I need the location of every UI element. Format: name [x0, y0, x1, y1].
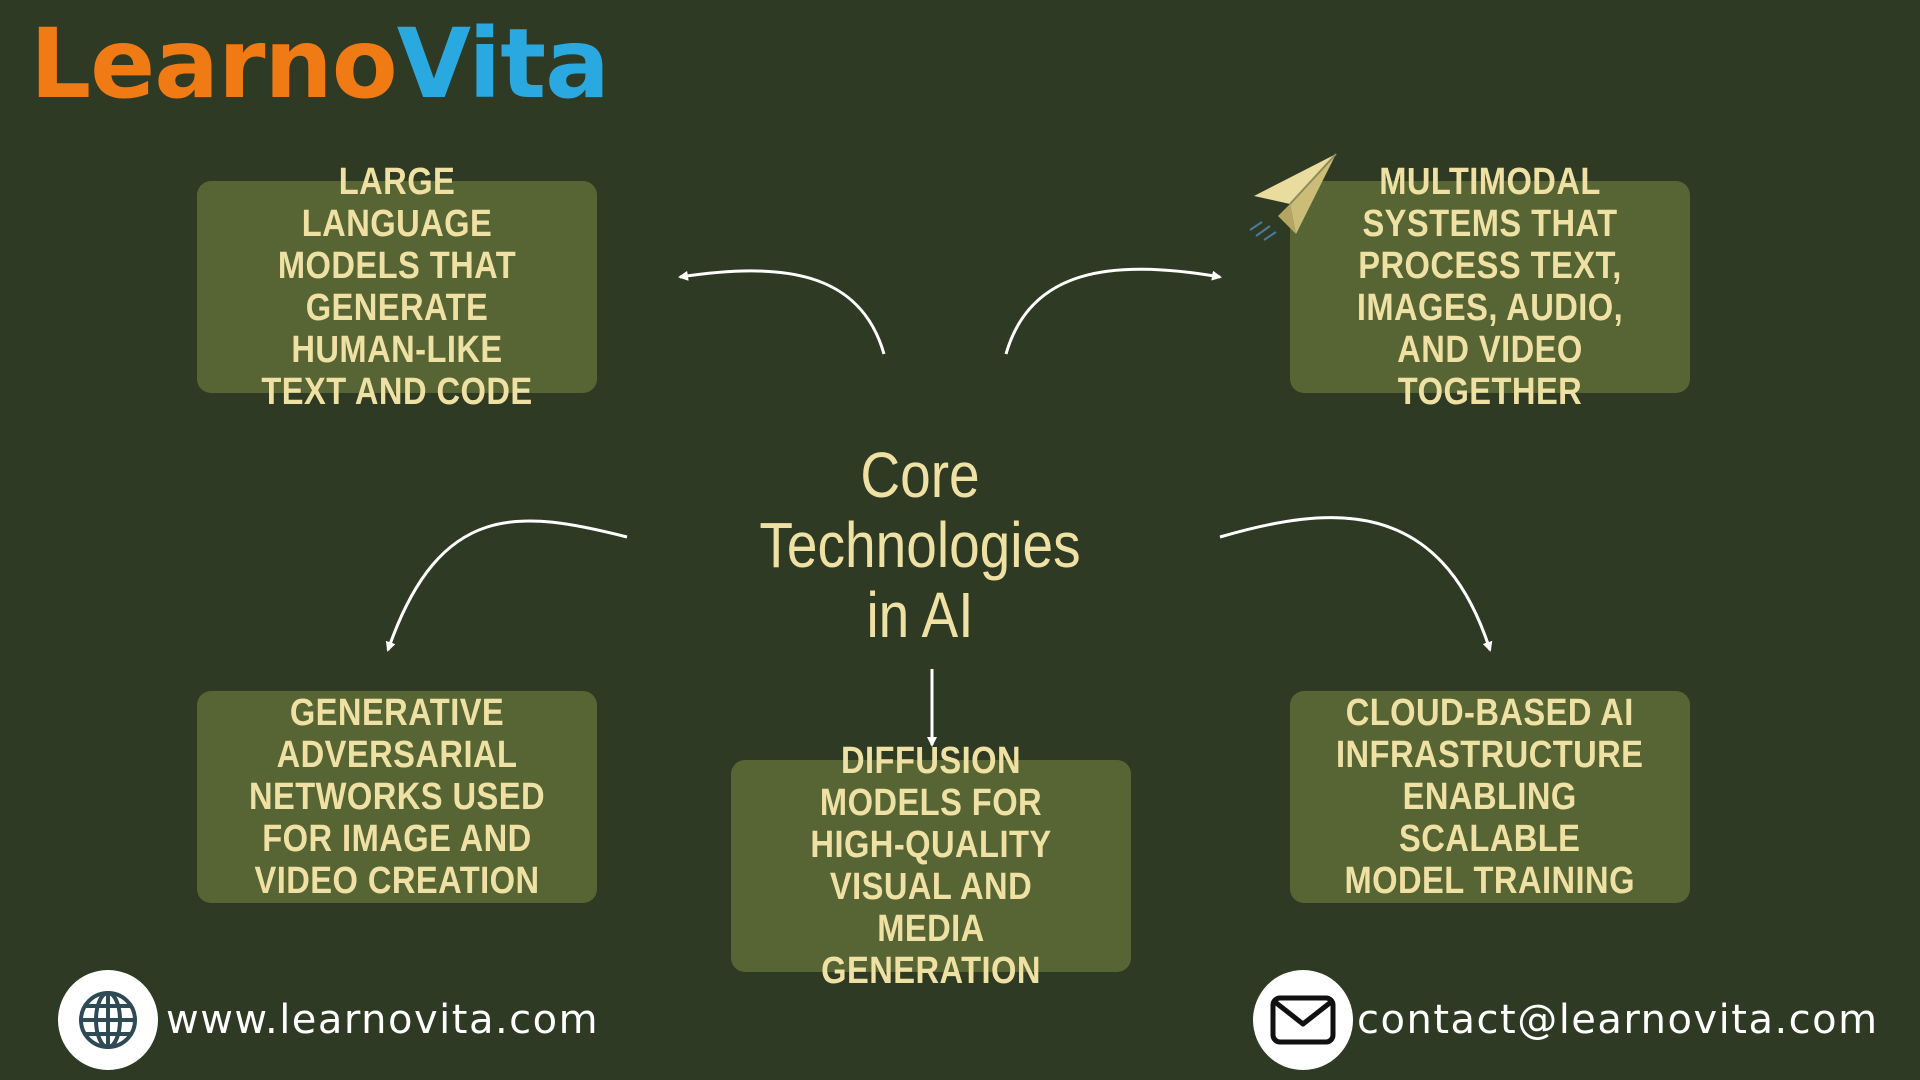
- arrow-to-cloud: [1219, 516, 1493, 652]
- diffusion-box: Diffusion models for high-quality visual…: [731, 740, 1131, 992]
- email-link[interactable]: contact@learnovita.com: [1357, 997, 1879, 1043]
- website-link[interactable]: www.learnovita.com: [166, 997, 600, 1043]
- arrow-to-llm: [678, 269, 886, 355]
- mail-icon-badge: [1253, 970, 1353, 1070]
- center-title-line1: Core Technologies: [759, 439, 1081, 581]
- cloud-text: Cloud-based AI infrastructure enabling s…: [1336, 692, 1644, 902]
- llm-text: Large language models that generate huma…: [261, 161, 533, 413]
- logo-part-learno: Learno: [30, 8, 398, 120]
- center-title: Core Technologies in AI: [714, 440, 1127, 650]
- gan-box: Generative adversarial networks used for…: [197, 691, 597, 903]
- arrow-to-multimodal: [1004, 267, 1222, 355]
- diffusion-text: Diffusion models for high-quality visual…: [810, 740, 1052, 992]
- center-title-line2: in AI: [866, 579, 974, 651]
- globe-icon: [79, 991, 137, 1049]
- llm-box: Large language models that generate huma…: [197, 161, 597, 413]
- learnovita-logo: LearnoVita: [30, 14, 610, 114]
- cloud-box: Cloud-based AI infrastructure enabling s…: [1290, 691, 1690, 903]
- paper-plane-icon: [1249, 153, 1337, 241]
- globe-icon-badge: [58, 970, 158, 1070]
- multimodal-text: Multimodal systems that process text, im…: [1356, 161, 1624, 413]
- arrow-to-gan: [385, 519, 628, 652]
- multimodal-box: Multimodal systems that process text, im…: [1290, 161, 1690, 413]
- gan-text: Generative adversarial networks used for…: [248, 692, 546, 902]
- logo-part-vita: Vita: [396, 8, 610, 120]
- mail-icon: [1270, 995, 1336, 1045]
